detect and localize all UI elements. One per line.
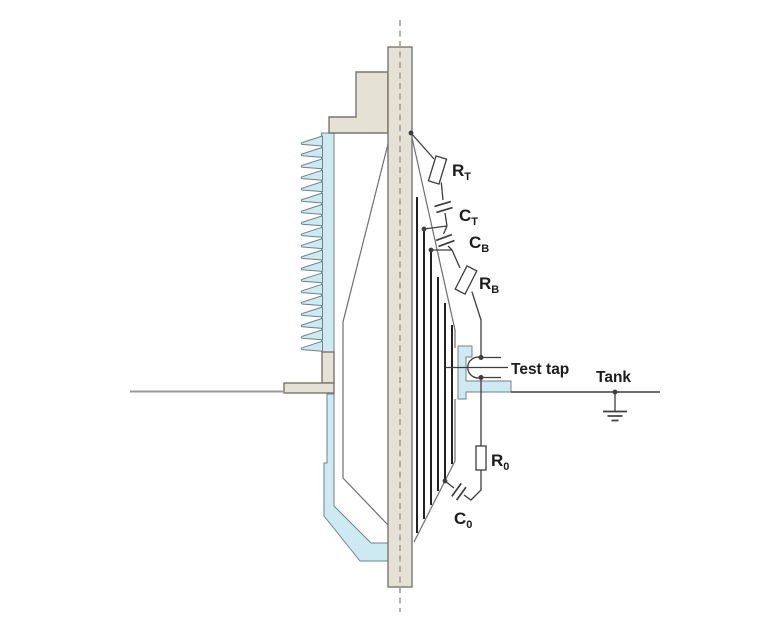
wire	[423, 225, 448, 230]
wire	[442, 225, 448, 235]
c0-capacitor	[451, 482, 467, 501]
foil-tap-dot	[442, 478, 448, 484]
condenser-core-outline	[342, 132, 456, 543]
rb-label: RB	[479, 274, 499, 296]
core-right-upper-outline	[410, 132, 456, 348]
lower-insulator	[323, 393, 389, 562]
wire	[440, 182, 444, 201]
tap-arc	[467, 356, 482, 379]
insulator-body	[321, 132, 335, 353]
r0-resistor	[475, 445, 487, 471]
rt-label: RT	[452, 161, 471, 183]
cb-label: CB	[469, 233, 489, 255]
c0-label: C0	[454, 509, 472, 531]
test-tap-symbol	[445, 355, 508, 380]
wire	[447, 245, 453, 251]
foil-tap-dot	[421, 226, 427, 232]
tank-label: Tank	[596, 369, 631, 386]
top-terminal-block	[328, 71, 389, 134]
ct-capacitor	[434, 200, 453, 214]
shed-fins	[300, 135, 323, 352]
foil-layers	[416, 197, 453, 533]
core-left-outline	[342, 139, 390, 526]
flange-neck	[321, 351, 335, 384]
tap-dot-top	[478, 355, 484, 360]
ct-label: CT	[459, 206, 478, 228]
cb-capacitor	[435, 233, 455, 248]
core-right-lower-outline	[413, 399, 456, 543]
rt-resistor	[427, 155, 448, 185]
mounting-flange-right	[457, 345, 512, 400]
wire	[444, 212, 448, 227]
flange-bar	[283, 382, 335, 394]
rt-ct-chain	[408, 130, 453, 232]
wire	[471, 291, 482, 357]
wire	[451, 249, 461, 269]
cb-rb-chain	[428, 225, 482, 357]
wire	[410, 132, 435, 160]
rb-resistor	[454, 265, 478, 295]
ground-symbol	[603, 389, 627, 422]
r0-label: R0	[491, 451, 509, 473]
upper-insulator-sheds	[300, 132, 335, 353]
mounting-flange-left	[283, 351, 335, 394]
wire	[463, 470, 482, 501]
r0-c0-chain	[442, 377, 487, 501]
test-tap-label: Test tap	[511, 361, 569, 378]
